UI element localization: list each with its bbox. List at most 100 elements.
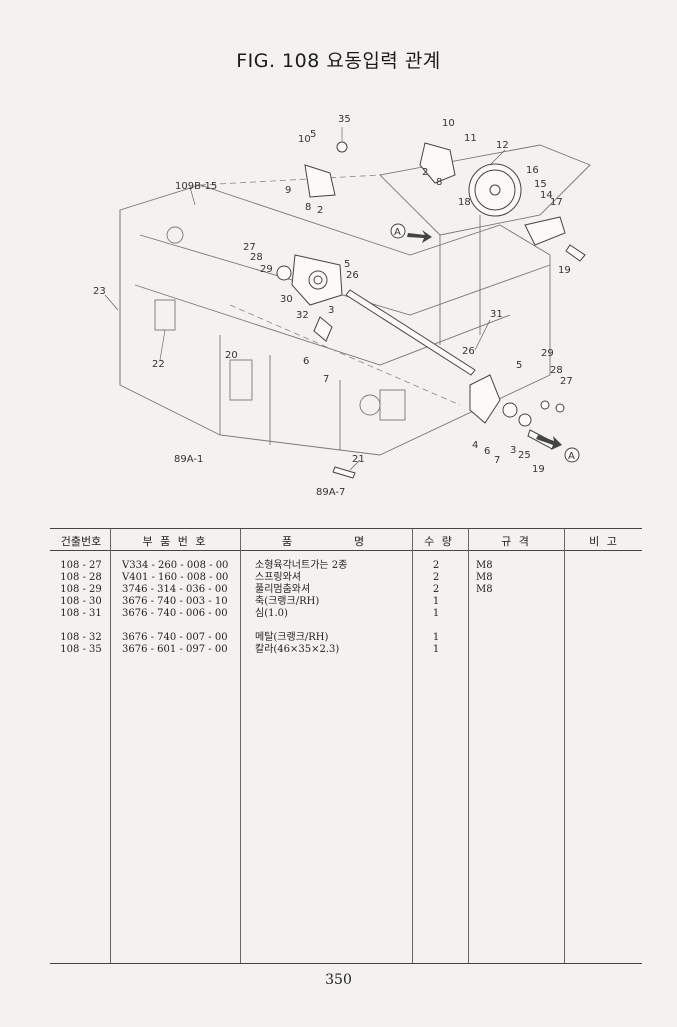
header-note: 비 고 [589,535,619,548]
table-body: 108 - 27 V334 - 260 - 008 - 00 소형육각너트가는 … [50,560,642,656]
callout-label: 23 [93,286,106,297]
column-divider [468,529,469,963]
header-name-right: 명 [353,535,367,548]
cell-qty: 1 [432,596,440,607]
callout-label: 26 [346,270,359,281]
page-number: 350 [325,972,352,988]
crank-assembly-left [276,141,348,342]
table-row: 108 - 32 3676 - 740 - 007 - 00 메탈(크랭크/RH… [50,632,642,644]
callout-label: 22 [152,359,165,370]
cell-no: 108 - 30 [60,596,102,607]
cell-no: 108 - 28 [60,572,102,583]
callout-label: 27 [243,242,256,253]
callout-label: 10 [442,118,455,129]
cell-part-no: V334 - 260 - 008 - 00 [122,560,229,571]
cell-qty: 2 [432,572,440,583]
callout-label: 20 [225,350,238,361]
callout-label: 5 [310,129,316,140]
pulley-bracket [419,142,586,262]
cell-no: 108 - 35 [60,644,102,655]
table-row: 108 - 30 3676 - 740 - 003 - 10 축(크랭크/RH)… [50,596,642,608]
callout-label: 89A-1 [174,454,203,465]
callout-label: 2 [422,167,428,178]
column-divider [110,529,111,963]
cell-spec: M8 [476,572,493,583]
callout-label: 35 [338,114,351,125]
callout-label: 21 [352,454,365,465]
cell-part-no: V401 - 160 - 008 - 00 [122,572,229,583]
callout-label: 109B-15 [175,181,217,192]
callout-label: 12 [496,140,509,151]
header-name-left: 품 [281,535,295,548]
callout-label: 89A-7 [316,487,345,498]
callout-label: 30 [280,294,293,305]
callout-label: 26 [462,346,475,357]
callout-label: 17 [550,197,563,208]
callout-label: 28 [250,252,263,263]
callout-label: 8 [436,177,442,188]
exploded-parts-diagram: 35 10 5 9 8 2 109B-15 27 28 29 30 32 3 2… [80,105,610,505]
table-row: 108 - 35 3676 - 601 - 097 - 00 칼라(46×35×… [50,644,642,656]
cell-qty: 2 [432,584,440,595]
cell-no: 108 - 27 [60,560,102,571]
cell-no: 108 - 32 [60,632,102,643]
bolt-89a-7 [332,466,356,479]
cell-name: 스프링와셔 [255,572,301,583]
callout-label: 6 [484,446,490,457]
parts-diagram-svg: 35 10 5 9 8 2 109B-15 27 28 29 30 32 3 2… [93,114,591,498]
parts-table: 건출번호 부 품 번 호 품 명 수 량 규 격 비 고 108 - 27 V3… [50,528,642,964]
callout-label: 29 [541,348,554,359]
callout-label: 4 [472,440,478,451]
callout-label: 14 [540,190,553,201]
cell-qty: 2 [432,560,440,571]
callout-label: 31 [490,309,503,320]
callout-labels: 35 10 5 9 8 2 109B-15 27 28 29 30 32 3 2… [93,114,575,498]
header-qty: 수 량 [424,535,454,548]
table-row: 108 - 27 V334 - 260 - 008 - 00 소형육각너트가는 … [50,560,642,572]
callout-label: 18 [458,197,471,208]
arrow-a-upper [390,223,432,243]
callout-label: 3 [328,305,334,316]
cell-qty: 1 [432,644,440,655]
cell-part-no: 3676 - 740 - 003 - 10 [122,596,228,607]
arrow-a-lower [536,435,580,463]
column-divider [240,529,241,963]
cell-name: 칼라(46×35×2.3) [255,644,340,655]
callout-label: 19 [532,464,545,475]
cell-part-no: 3676 - 740 - 007 - 00 [122,632,228,643]
callout-label: 8 [305,202,311,213]
callout-label: 16 [526,165,539,176]
callout-label: 6 [303,356,309,367]
cell-no: 108 - 29 [60,584,102,595]
callout-label: 28 [550,365,563,376]
column-divider [564,529,565,963]
callout-label: 5 [344,259,350,270]
header-part-no: 부 품 번 호 [142,535,208,548]
cell-name: 풀리멈춤와셔 [255,584,311,595]
callout-label: 19 [558,265,571,276]
callout-label: 29 [260,264,273,275]
cell-name: 심(1.0) [255,608,288,619]
table-row: 108 - 31 3676 - 740 - 006 - 00 심(1.0) 1 [50,608,642,620]
cell-qty: 1 [432,608,440,619]
table-row: 108 - 29 3746 - 314 - 036 - 00 풀리멈춤와셔 2 … [50,584,642,596]
cell-no: 108 - 31 [60,608,102,619]
cell-part-no: 3676 - 601 - 097 - 00 [122,644,228,655]
column-divider [412,529,413,963]
callout-label: 27 [560,376,573,387]
callout-label: 7 [494,455,500,466]
callout-label: A [394,227,401,238]
callout-label: 15 [534,179,547,190]
callout-label: 3 [510,445,516,456]
header-no: 건출번호 [60,535,102,548]
callout-label: 10 [298,134,311,145]
callout-label: 32 [296,310,309,321]
cell-name: 메탈(크랭크/RH) [255,632,329,643]
cell-part-no: 3676 - 740 - 006 - 00 [122,608,228,619]
callout-label: 5 [516,360,522,371]
cell-spec: M8 [476,560,493,571]
callout-label: 11 [464,133,477,144]
crank-shaft [345,289,476,376]
crank-assembly-right [469,374,565,450]
callout-label: 2 [317,205,323,216]
